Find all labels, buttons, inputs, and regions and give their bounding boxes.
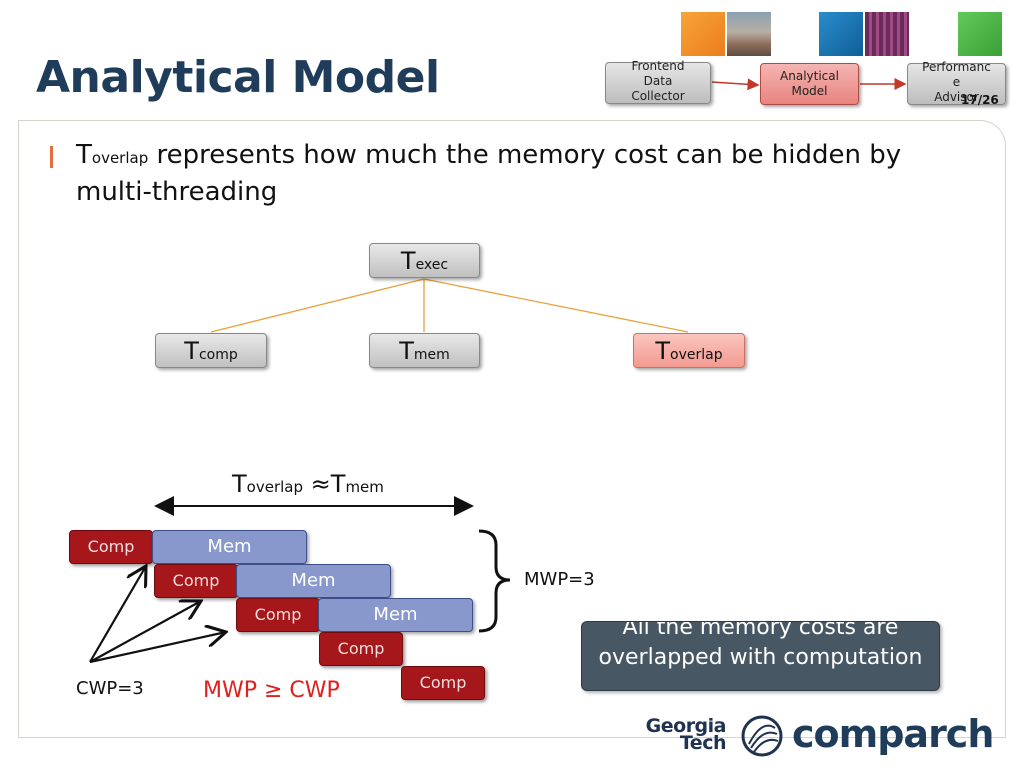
performance-advisor-box: Performanc e Advisor xyxy=(907,59,1006,105)
eq-t1: T xyxy=(232,470,247,498)
slide-title: Analytical Model xyxy=(36,52,440,103)
georgia-tech-logo: Georgia Tech xyxy=(645,715,727,754)
comp-block: Comp xyxy=(69,530,153,564)
analytical-model-box: Analytical Model xyxy=(760,63,859,105)
georgia-tech-emblem-icon xyxy=(741,715,783,757)
comp-block: Comp xyxy=(154,564,238,598)
eq-t2: T xyxy=(330,470,346,498)
building-photo xyxy=(727,12,771,56)
mwp-ge-cwp-label: MWP ≥ CWP xyxy=(203,678,340,703)
toverlap-main: T xyxy=(655,337,671,365)
tmem-main: T xyxy=(399,337,414,365)
tmem-sub: mem xyxy=(413,347,450,363)
blue-tile xyxy=(819,12,863,56)
bullet-marker xyxy=(50,146,53,168)
performance-label: Performanc e Advisor xyxy=(922,59,991,104)
toverlap-subscript: overlap xyxy=(91,149,149,167)
mem-block: Mem xyxy=(152,530,307,564)
bullet-line1: represents how much the memory cost can … xyxy=(148,140,902,170)
eq-s2: mem xyxy=(345,478,384,496)
toverlap-term: T xyxy=(76,140,92,170)
tcomp-main: T xyxy=(184,337,199,365)
cwp-arrow-1 xyxy=(89,566,146,663)
eq-s1: overlap xyxy=(246,478,304,496)
green-tile xyxy=(958,12,1002,56)
cwp-label: CWP=3 xyxy=(76,678,144,699)
comp-block: Comp xyxy=(236,598,320,632)
texec-node: Texec xyxy=(369,243,480,278)
texec-sub: exec xyxy=(415,257,449,273)
comp-block: Comp xyxy=(319,632,403,666)
bullet-text: Toverlap represents how much the memory … xyxy=(76,138,956,209)
overlap-equation: Toverlap ≈Tmem xyxy=(232,470,384,498)
texec-main: T xyxy=(400,247,416,275)
bullet-line2: multi-threading xyxy=(76,177,278,207)
toverlap-sub: overlap xyxy=(670,347,723,363)
toverlap-node: Toverlap xyxy=(633,333,745,368)
page-number: 17/26 xyxy=(961,93,999,107)
comparch-logo: comparch xyxy=(792,712,994,756)
mwp-label: MWP=3 xyxy=(524,569,595,590)
tcomp-node: Tcomp xyxy=(155,333,267,368)
chip-photo xyxy=(865,12,909,56)
analytical-label: Analytical Model xyxy=(780,69,839,98)
overlap-callout: All the memory costs are overlapped with… xyxy=(581,621,940,691)
mem-block: Mem xyxy=(236,564,391,598)
mwp-bracket xyxy=(478,529,511,633)
frontend-label: Frontend Data Collector xyxy=(631,58,685,103)
header-flow-arrows xyxy=(711,78,907,91)
orange-tile xyxy=(681,12,725,56)
cwp-arrow-3 xyxy=(89,632,226,664)
tree-connectors xyxy=(210,278,689,333)
tmem-node: Tmem xyxy=(369,333,480,368)
cwp-arrow-2 xyxy=(89,601,201,663)
mem-block: Mem xyxy=(318,598,473,632)
frontend-data-collector-box: Frontend Data Collector xyxy=(605,58,711,104)
comp-block: Comp xyxy=(401,666,485,700)
tcomp-sub: comp xyxy=(198,347,238,363)
eq-approx: ≈ xyxy=(303,470,331,498)
callout-text: All the memory costs are overlapped with… xyxy=(598,621,923,670)
